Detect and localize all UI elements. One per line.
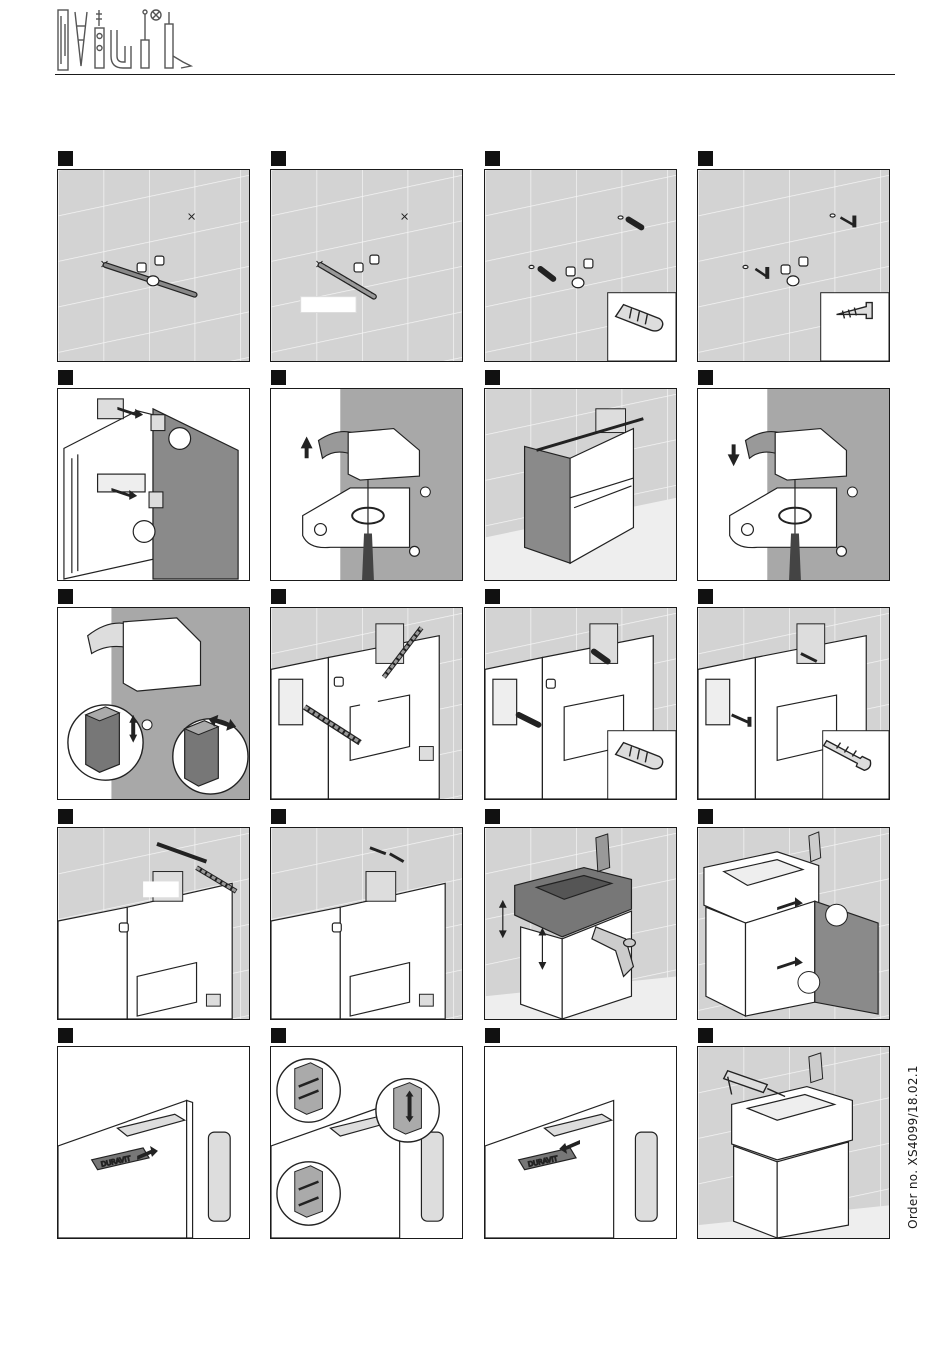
drill-icon (75, 12, 87, 66)
step-9-bracket-adjustment (57, 607, 250, 800)
step-10-drill-through-cabinet (270, 607, 463, 800)
step-19-refit-hinge-cover: DURAVIT (484, 1046, 677, 1239)
step-marker-11 (485, 589, 500, 604)
step-marker-17 (58, 1028, 73, 1043)
step-3-insert-dowels (484, 169, 677, 362)
step-marker-16 (698, 809, 713, 824)
arrow-up-icon (301, 437, 313, 459)
step-marker-2 (271, 151, 286, 166)
step-5-attach-door-hinges (57, 388, 250, 581)
step-14-top-screws (270, 827, 463, 1020)
step-marker-15 (485, 809, 500, 824)
crossed-circle-icon (151, 10, 161, 20)
arrow-down-icon (728, 444, 740, 466)
step-marker-4 (698, 151, 713, 166)
step-4-insert-screws (697, 169, 890, 362)
step-18-hinge-adjustment (270, 1046, 463, 1239)
step-1-mark-drill-holes (57, 169, 250, 362)
step-15-mount-basin-and-siphon (484, 827, 677, 1020)
screwdriver-icon (141, 10, 149, 68)
tools-header-graphic (55, 6, 197, 72)
step-12-screw-cabinet-to-wall (697, 607, 890, 800)
step-marker-5 (58, 370, 73, 385)
level-icon (58, 10, 68, 70)
step-marker-8 (698, 370, 713, 385)
step-6-unlock-wall-bracket (270, 388, 463, 581)
pipe-wrench-icon (95, 10, 104, 68)
step-13-drill-top-holes (57, 827, 250, 1020)
step-marker-18 (271, 1028, 286, 1043)
order-number: Order no. XS4099/18.02.1 (903, 1055, 923, 1238)
step-marker-13 (58, 809, 73, 824)
step-marker-6 (271, 370, 286, 385)
step-marker-14 (271, 809, 286, 824)
step-marker-19 (485, 1028, 500, 1043)
step-20-silicone-seal (697, 1046, 890, 1239)
silicone-gun-icon (165, 12, 191, 68)
step-marker-12 (698, 589, 713, 604)
siphon-icon (111, 30, 131, 68)
step-marker-7 (485, 370, 500, 385)
step-marker-1 (58, 151, 73, 166)
step-marker-20 (698, 1028, 713, 1043)
step-marker-9 (58, 589, 73, 604)
header-rule (55, 74, 895, 75)
step-marker-3 (485, 151, 500, 166)
step-11-dowels-in-cabinet (484, 607, 677, 800)
step-7-cabinet-frame (484, 388, 677, 581)
step-2-drill-holes (270, 169, 463, 362)
step-17-remove-hinge-cover: DURAVIT (57, 1046, 250, 1239)
step-8-lock-wall-bracket (697, 388, 890, 581)
step-16-attach-door (697, 827, 890, 1020)
step-marker-10 (271, 589, 286, 604)
order-number-text: Order no. XS4099/18.02.1 (906, 1065, 920, 1229)
